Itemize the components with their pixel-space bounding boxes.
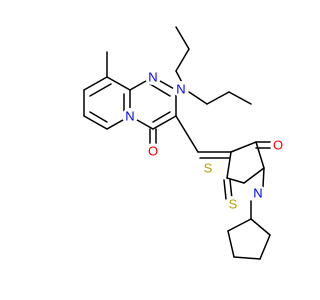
bond	[262, 167, 265, 188]
atom-label-s-thione: S	[229, 197, 238, 212]
molecule-structure: N N N O S O N S	[83, 26, 286, 260]
bond	[223, 179, 227, 200]
label-backdrop	[250, 185, 266, 201]
bond	[149, 83, 171, 97]
bond	[206, 91, 230, 105]
atom-label-o-thiazolidinone: O	[273, 138, 283, 153]
atom-label-layer: N N N O S O N S	[122, 69, 286, 212]
bond	[185, 89, 208, 105]
bond	[227, 230, 235, 258]
bond	[233, 256, 261, 260]
bond	[89, 83, 112, 97]
bond-layer	[83, 26, 272, 260]
atom-label-n-amine: N	[176, 82, 185, 97]
label-backdrop	[225, 196, 241, 212]
bond	[259, 234, 271, 260]
bond	[106, 76, 131, 91]
bond	[226, 177, 245, 184]
label-backdrop	[145, 69, 161, 85]
bond	[228, 91, 252, 105]
label-backdrop	[122, 108, 138, 124]
atom-label-n-bridge: N	[125, 109, 134, 124]
bond	[250, 218, 271, 236]
atom-label-n-upper: N	[148, 70, 157, 85]
atom-label-n-ring: N	[253, 186, 262, 201]
bond	[175, 26, 190, 50]
bond	[89, 111, 108, 123]
bond	[175, 48, 190, 72]
bond	[229, 179, 233, 200]
bond	[83, 76, 108, 91]
bond	[243, 167, 265, 184]
label-backdrop	[270, 137, 286, 153]
bond	[83, 115, 108, 130]
atom-label-o-pyrimidinone: O	[148, 144, 158, 159]
bond	[175, 115, 199, 153]
label-backdrop	[145, 143, 161, 159]
bond	[152, 111, 171, 123]
bond	[152, 115, 177, 130]
bond	[227, 218, 252, 232]
atom-label-s-ring: S	[204, 161, 213, 176]
label-backdrop	[200, 160, 216, 176]
label-backdrop	[173, 81, 189, 97]
bond	[226, 151, 232, 179]
bond	[230, 141, 257, 153]
bond	[255, 141, 265, 169]
